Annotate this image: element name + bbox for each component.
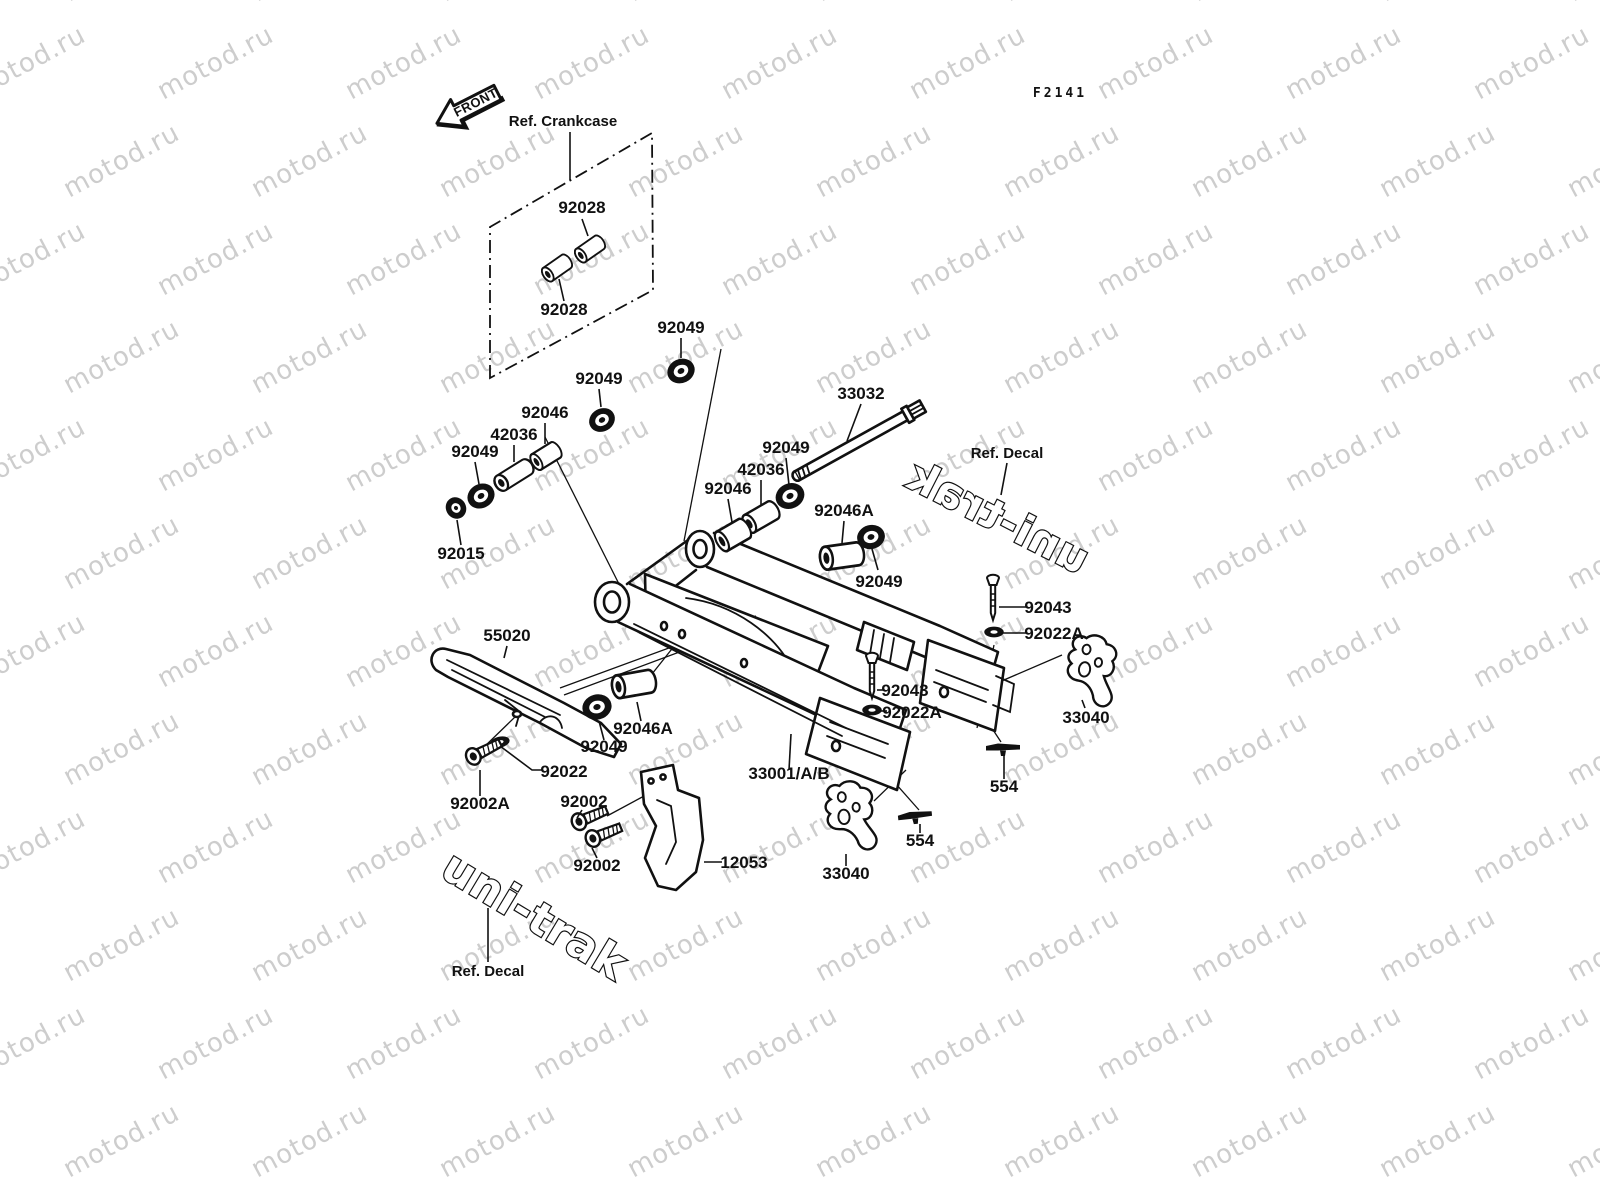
part-label-92049: 92049 (657, 318, 704, 337)
ref-crankcase-panel (489, 131, 654, 380)
part-label-92015: 92015 (437, 544, 484, 563)
seal-92049-1 (463, 478, 499, 514)
part-label-55020: 55020 (483, 626, 530, 645)
part-label-92028: 92028 (558, 198, 605, 217)
part-label-12053: 12053 (720, 853, 767, 872)
nut-92015 (445, 497, 467, 519)
washer-92022a-center (862, 704, 882, 716)
part-label-92049: 92049 (855, 572, 902, 591)
figure-code: F2141 (1033, 86, 1087, 101)
part-labels: 92028 92028 92049 92049 92046 42036 9204… (437, 198, 1109, 883)
part-label-92043: 92043 (1024, 598, 1071, 617)
front-arrow: FRONT (435, 83, 506, 130)
part-label-33040: 33040 (822, 864, 869, 883)
bushing-92028-top (571, 232, 609, 266)
washer-92022a-right (984, 626, 1004, 638)
part-label-92028: 92028 (540, 300, 587, 319)
guard-33040-right (1061, 630, 1122, 709)
part-label-92049: 92049 (762, 438, 809, 457)
chain-slider-55020 (430, 647, 623, 759)
part-label-92043: 92043 (881, 681, 928, 700)
part-label-92049: 92049 (580, 737, 627, 756)
part-label-92046: 92046 (521, 403, 568, 422)
guard-33040-bottom (822, 778, 879, 854)
seal-92049-2 (585, 403, 619, 437)
sleeve-42036-left (490, 455, 538, 495)
swingarm-drawing (593, 529, 1015, 792)
clamp-554-center (897, 809, 933, 826)
bushing-92028-bottom (538, 251, 576, 285)
seal-92049-3 (663, 354, 699, 388)
part-label-92049: 92049 (451, 442, 498, 461)
pivot-shaft-33032 (791, 399, 928, 483)
ref-decal-label-right: Ref. Decal (971, 445, 1044, 462)
bolt-92002a (462, 734, 506, 769)
part-label-92046a: 92046A (814, 501, 874, 520)
leader-lines (456, 132, 1086, 962)
part-label-92002: 92002 (573, 856, 620, 875)
bushing-92046a-upper (817, 540, 867, 572)
part-label-554: 554 (990, 777, 1019, 796)
part-label-92046: 92046 (704, 479, 751, 498)
part-label-33032: 33032 (837, 384, 884, 403)
part-label-33040: 33040 (1062, 708, 1109, 727)
part-label-42036: 42036 (490, 425, 537, 444)
clamp-554-right (986, 743, 1020, 756)
part-label-92046a: 92046A (613, 719, 673, 738)
chain-guide-12053 (639, 763, 705, 892)
part-label-92049: 92049 (575, 369, 622, 388)
svg-text:uni-trak: uni-trak (900, 451, 1098, 584)
part-label-92022: 92022 (540, 762, 587, 781)
ref-decal-label-bottom: Ref. Decal (452, 963, 525, 980)
pin-92043-right (986, 573, 1000, 621)
part-label-92002: 92002 (560, 792, 607, 811)
bushing-92046a-lower (608, 667, 660, 701)
uni-trak-decal-mirrored: uni-trak (898, 450, 1098, 585)
part-label-92022a: 92022A (1024, 624, 1084, 643)
part-label-92002a: 92002A (450, 794, 510, 813)
ref-crankcase-label: Ref. Crankcase (509, 113, 617, 130)
pin-92043-center (865, 651, 879, 699)
part-label-92022a: 92022A (882, 703, 942, 722)
part-label-33001ab: 33001/A/B (748, 764, 829, 783)
part-label-554: 554 (906, 831, 935, 850)
part-label-42036: 42036 (737, 460, 784, 479)
